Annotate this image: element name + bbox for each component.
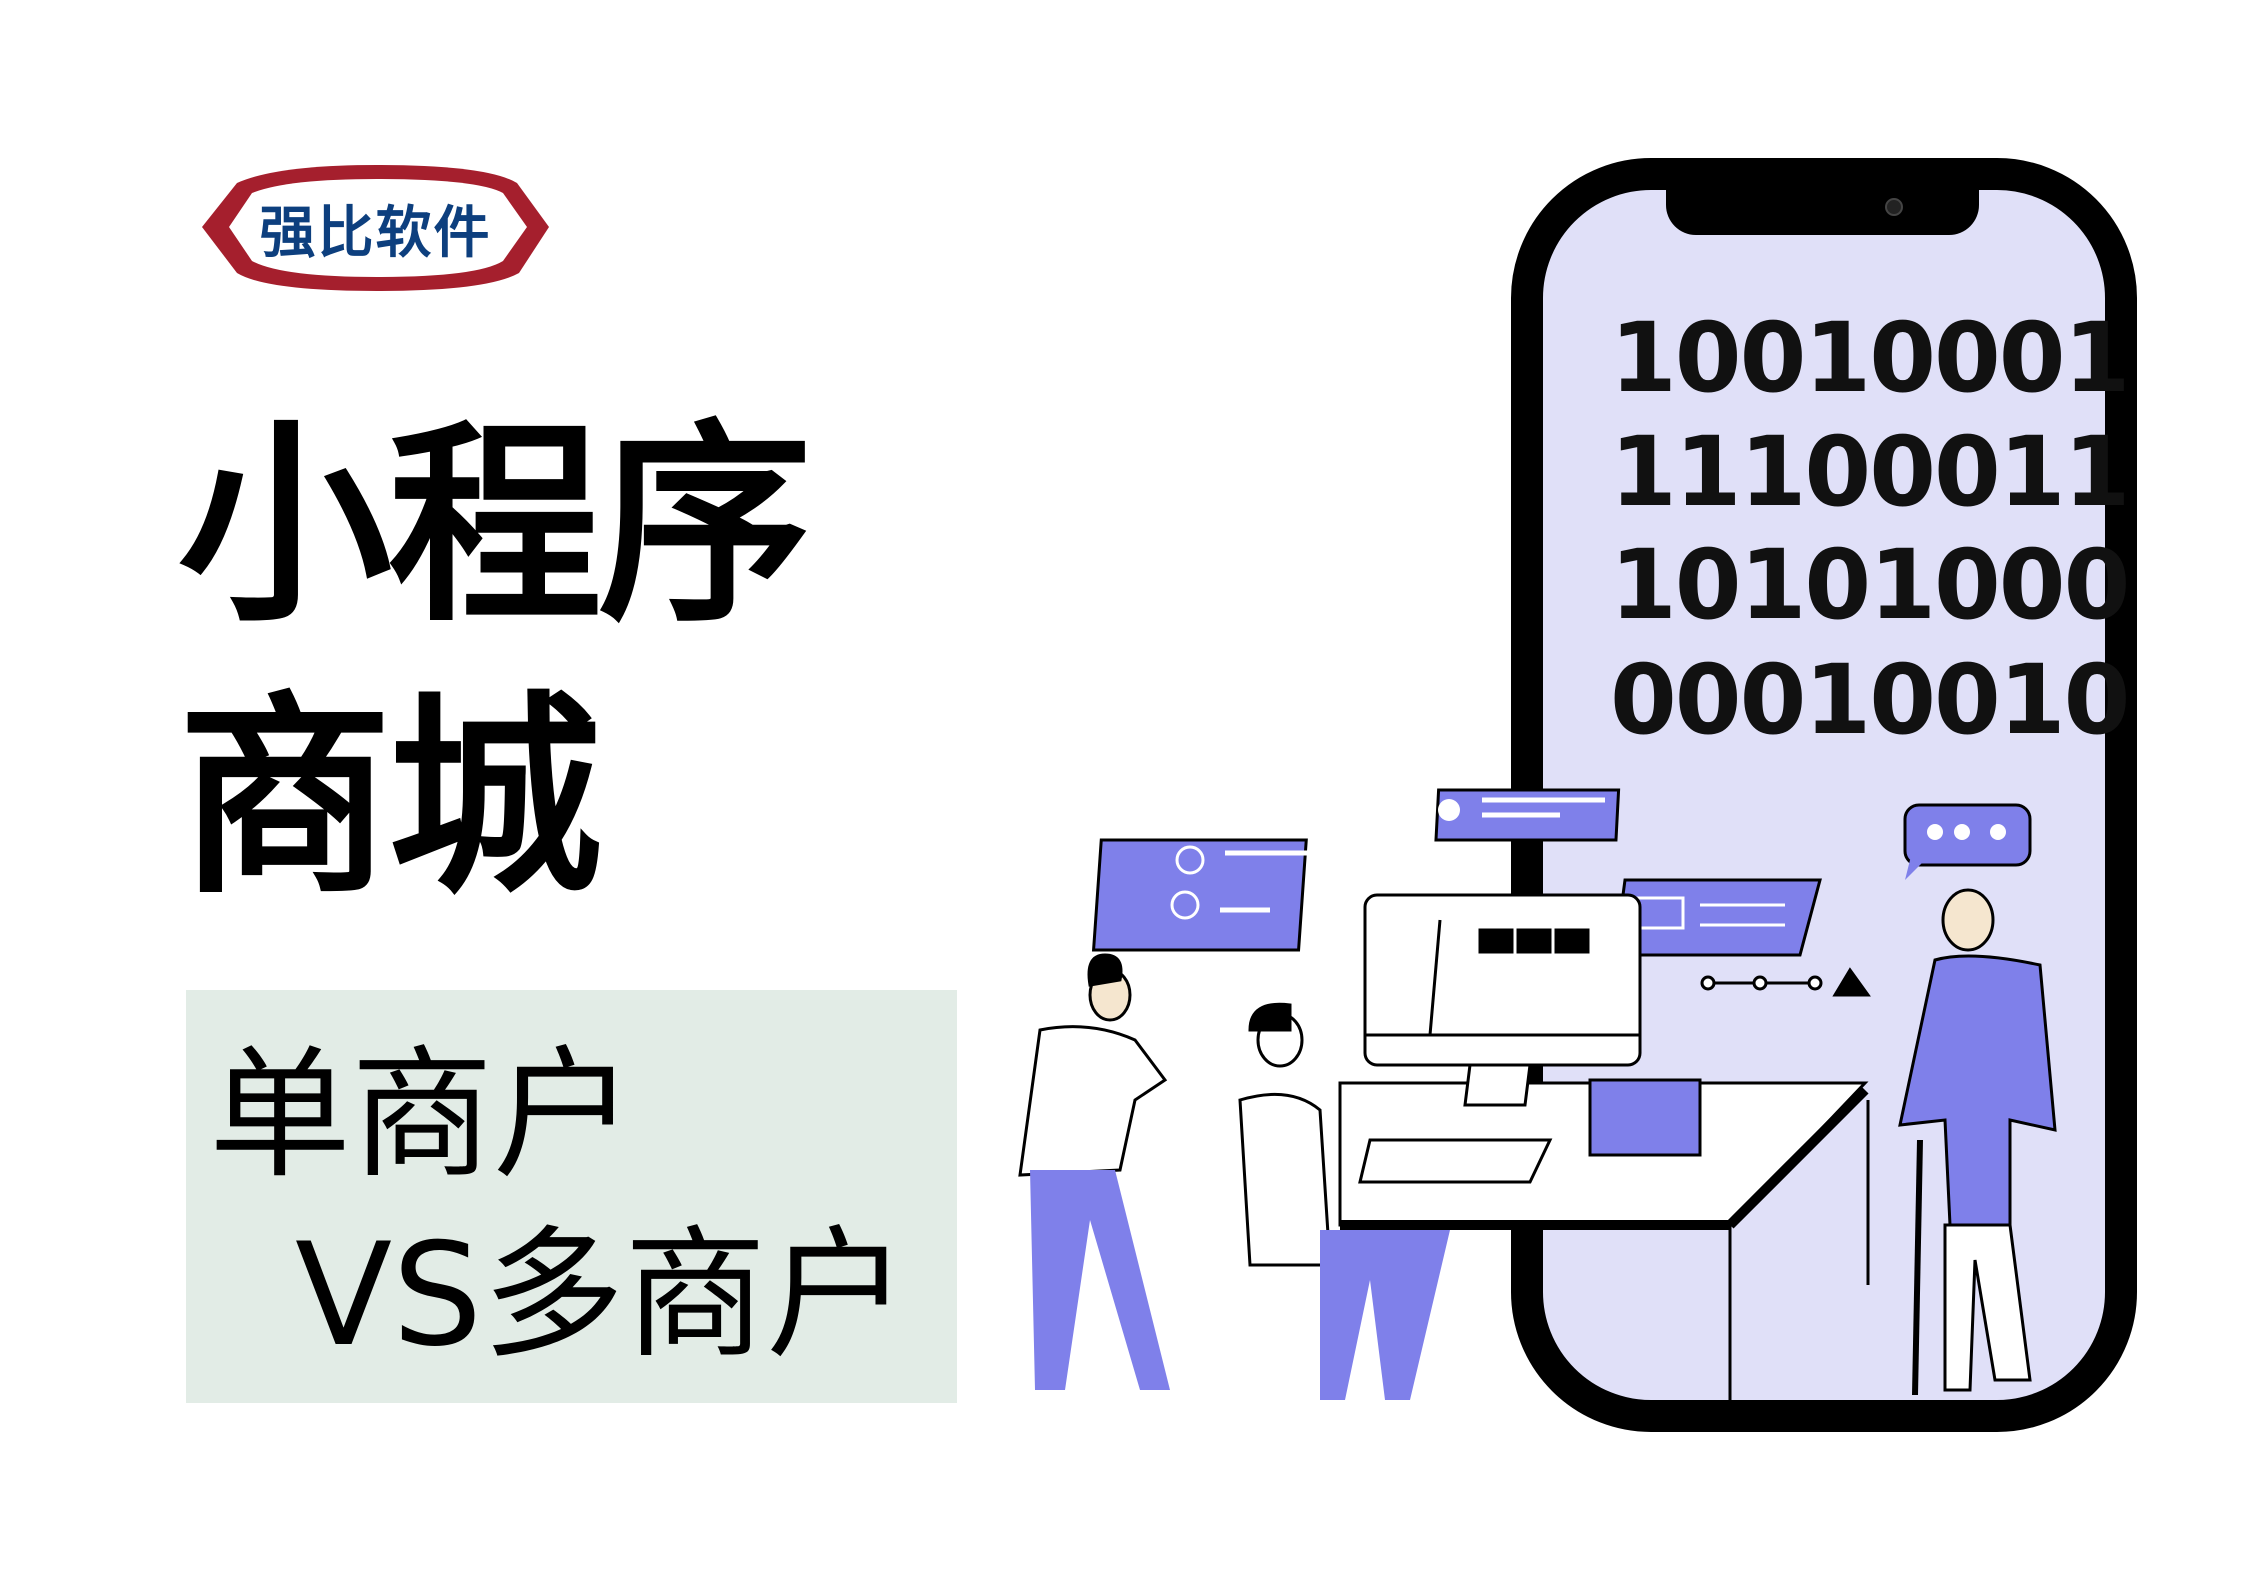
subtitle-line1: 单商户: [209, 1033, 635, 1198]
binary-line: 10101000: [1610, 529, 2130, 641]
binary-line: 10010001: [1610, 302, 2130, 414]
main-title-line2: 商城: [178, 674, 602, 923]
camera-icon: [1885, 198, 1903, 216]
main-title-line1: 小程序: [178, 402, 812, 651]
binary-line: 11100011: [1610, 416, 2130, 528]
binary-line: 00010010: [1610, 644, 2130, 756]
subtitle-panel: [186, 990, 957, 1403]
chair: [1238, 1092, 1332, 1267]
phone-notch: [1666, 180, 1979, 235]
logo-badge: [202, 165, 549, 291]
person-left: [1018, 1025, 1168, 1177]
checklist-card: [1091, 838, 1330, 952]
subtitle-line2: VS多商户: [295, 1213, 909, 1378]
logo-text: 强比软件: [259, 200, 492, 266]
person-seated: [1320, 1230, 1450, 1400]
